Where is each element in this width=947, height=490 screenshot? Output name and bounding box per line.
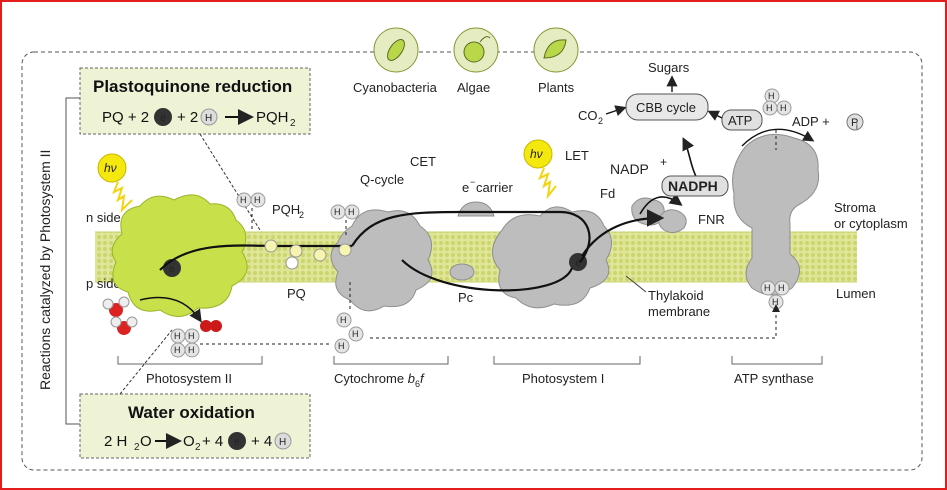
e-carrier-minus: − (470, 177, 475, 187)
proton-symbol: H (174, 345, 181, 355)
pqh2-label: PQH (272, 202, 300, 217)
cyt-label-pre: Cytochrome b6f (334, 371, 425, 389)
stroma-label: Stroma (834, 200, 877, 215)
side-label: Reactions catalyzed by Photosystem II (37, 150, 53, 390)
nadp-label: NADP (610, 161, 649, 177)
pq-eq-sub: 2 (290, 118, 296, 129)
e-carrier-e: e (462, 180, 469, 195)
light-hv-icon (523, 139, 557, 200)
psii-electron: e (169, 264, 175, 275)
plants-icon (533, 27, 579, 73)
cytochrome-protein (330, 209, 433, 312)
proton-symbol: H (764, 283, 771, 293)
psi-protein (492, 206, 612, 309)
water-oxidation-box: Water oxidation 2 H 2 O O 2 + 4 e + 4 H (79, 393, 311, 459)
electron-symbol-2: e (234, 437, 240, 448)
e-carrier-protein (457, 201, 495, 217)
light-hv-icon (97, 153, 133, 213)
cyanobacteria-icon (373, 27, 419, 73)
nadp-plus: + (660, 155, 667, 169)
proton-symbol: H (768, 91, 775, 101)
proton-symbol: H (778, 283, 785, 293)
pq-reduction-box: Plastoquinone reduction PQ + 2 e + 2 H P… (79, 67, 311, 135)
fnr-protein (658, 209, 687, 234)
psi-electron: e (575, 258, 581, 269)
thylakoid-label: Thylakoid (648, 288, 704, 303)
fd-label: Fd (600, 186, 615, 201)
hv-label-2: hν (530, 147, 543, 161)
fnr-label: FNR (698, 212, 725, 227)
pi-sub: i (856, 122, 858, 131)
water-eq-o: O (140, 433, 152, 450)
atp-synthase-label: ATP synthase (734, 371, 814, 386)
pq-box-title: Plastoquinone reduction (93, 77, 292, 96)
atp-synthase-protein (732, 133, 820, 296)
stroma-label-2: or cytoplasm (834, 216, 908, 231)
proton-symbol-2: H (279, 437, 286, 448)
proton-icon (274, 432, 292, 450)
psii-label: Photosystem II (146, 371, 232, 386)
lumen-label: Lumen (836, 286, 876, 301)
cet-path (351, 210, 591, 263)
co2-label: CO (578, 108, 598, 123)
proton-symbol: H (240, 195, 247, 205)
electron-symbol: e (160, 113, 166, 124)
pq-label: PQ (287, 286, 306, 301)
water-eq-sub2: 2 (195, 442, 201, 453)
pq-eq-lhs: PQ + 2 (102, 109, 149, 126)
oxygen-molecule-icon (200, 320, 222, 332)
proton-symbol: H (766, 103, 773, 113)
water-box-title: Water oxidation (128, 403, 255, 422)
water-eq-2h: 2 H (104, 433, 127, 450)
let-label: LET (565, 148, 589, 163)
nadph-label: NADPH (668, 178, 718, 194)
atp-label: ATP (728, 113, 752, 128)
pq-eq-rhs: PQH (256, 109, 289, 126)
q-cycle-label: Q-cycle (360, 172, 404, 187)
proton-symbol: H (780, 103, 787, 113)
proton-symbol: H (334, 207, 341, 217)
pc-protein (449, 263, 475, 281)
proton-symbol: H (188, 345, 195, 355)
electron-icon (154, 108, 172, 126)
electron-icon (228, 432, 246, 450)
psi-label: Photosystem I (522, 371, 604, 386)
e-carrier-label: carrier (476, 180, 514, 195)
thylakoid-label-2: membrane (648, 304, 710, 319)
cet-label: CET (410, 154, 436, 169)
proton-symbol: H (174, 331, 181, 341)
plants-label: Plants (538, 80, 575, 95)
proton-symbol: H (254, 195, 261, 205)
cbb-label: CBB cycle (636, 100, 696, 115)
pq-eq-mid: + 2 (177, 109, 198, 126)
pc-label: Pc (458, 290, 474, 305)
sugars-label: Sugars (648, 60, 690, 75)
proton-symbol: H (205, 113, 212, 124)
co2-sub: 2 (598, 116, 603, 126)
proton-symbol: H (348, 207, 355, 217)
algae-icon (453, 27, 499, 73)
pc-path (401, 259, 574, 292)
let-path (581, 209, 665, 257)
p-side-label: p side (86, 276, 121, 291)
proton-symbol: H (772, 297, 779, 307)
proton-symbol: H (340, 315, 347, 325)
adp-label: ADP + (792, 114, 830, 129)
water-eq-plus: + 4 (202, 433, 223, 450)
proton-symbol: H (352, 329, 359, 339)
n-side-label: n side (86, 210, 121, 225)
water-eq-plus2: + 4 (251, 433, 272, 450)
cyanobacteria-label: Cyanobacteria (353, 80, 438, 95)
pqh2-sub: 2 (299, 210, 304, 220)
water-eq-sub1: 2 (134, 442, 140, 453)
proton-symbol: H (188, 331, 195, 341)
hv-label: hν (104, 161, 117, 175)
proton-symbol: H (338, 341, 345, 351)
pi-label: P (851, 117, 858, 129)
algae-label: Algae (457, 80, 490, 95)
water-eq-o2: O (183, 433, 195, 450)
water-molecule-icon (102, 296, 138, 335)
proton-icon (200, 108, 218, 126)
